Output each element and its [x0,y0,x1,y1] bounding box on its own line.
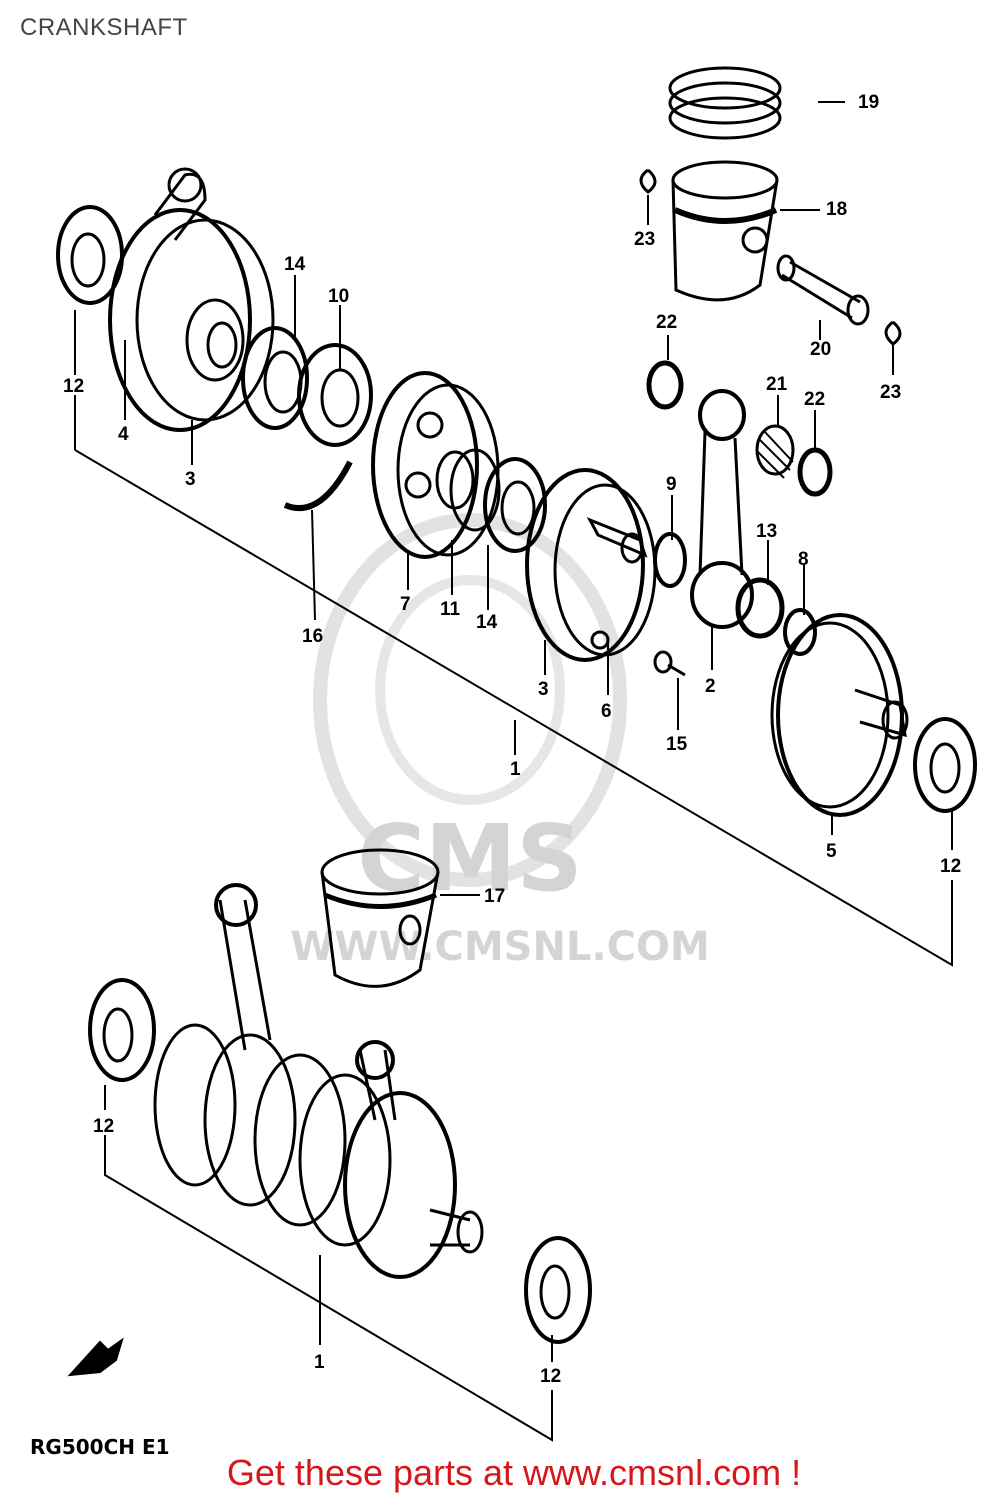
crankshaft-assembly [88,883,592,1344]
callout-13: 13 [756,521,777,542]
circlip-left [639,168,657,194]
watermark: CMS WWW.CMSNL.COM [290,513,710,970]
arrow-icon [67,1337,124,1377]
washer-9 [653,532,687,588]
thrust-washer-top [646,360,684,410]
watermark-url: WWW.CMSNL.COM [290,924,710,970]
oil-seal-upper-right [913,717,977,813]
piston-assembly [320,848,440,988]
callout-12-right: 12 [940,856,961,877]
screw [653,650,686,677]
callout-19: 19 [858,92,879,113]
callout-16: 16 [302,626,323,647]
callout-6: 6 [601,701,612,722]
callout-7: 7 [400,594,411,615]
connecting-rod [690,389,754,629]
callout-18: 18 [826,199,847,220]
leader-lines [74,101,953,1442]
callout-3: 3 [185,469,196,490]
diagram-code: RG500CH E1 [30,1435,170,1459]
callout-23: 23 [634,229,655,250]
callout-12-lower-right: 12 [540,1366,561,1387]
callout-4: 4 [118,424,129,445]
callout-1-assembly: 1 [314,1352,325,1373]
callout-2: 2 [705,676,716,697]
c-ring [283,460,353,512]
piston-ring [668,66,782,140]
callout-22-right: 22 [804,389,825,410]
piston [671,160,779,302]
callout-3-center: 3 [538,679,549,700]
callout-12-upper-left: 12 [63,376,84,397]
callout-12-lower-left: 12 [93,1116,114,1137]
callout-17: 17 [484,886,505,907]
callout-14: 14 [284,254,306,275]
callout-11: 11 [440,599,461,620]
callout-10: 10 [328,286,349,307]
callout-14-center: 14 [476,612,498,633]
circlip-right [884,320,902,346]
callout-22: 22 [656,312,677,333]
callout-8: 8 [798,549,809,570]
callout-5: 5 [826,841,837,862]
piston-pin [776,254,870,326]
callout-15: 15 [666,734,688,755]
footer-link[interactable]: Get these parts at www.cmsnl.com ! [226,1452,802,1493]
callout-21: 21 [766,374,788,395]
seal-10 [297,343,373,447]
washer-8 [783,608,817,656]
callout-20: 20 [810,339,831,360]
main-bearing-left [241,326,309,430]
callout-1: 1 [510,759,521,780]
crank-web-left [108,167,275,432]
thrust-washer-right [797,447,833,497]
crank-web-right [770,613,909,817]
callouts: 19 18 23 20 22 23 21 22 14 10 12 4 3 16 … [63,92,961,1387]
needle-bearing-big-end [735,577,785,639]
callout-9: 9 [666,474,677,495]
needle-bearing-small-end [755,424,795,479]
line-art [56,66,977,1442]
main-bearing-center [449,448,547,553]
page-title: CRANKSHAFT [20,14,188,41]
callout-23-right: 23 [880,382,901,403]
